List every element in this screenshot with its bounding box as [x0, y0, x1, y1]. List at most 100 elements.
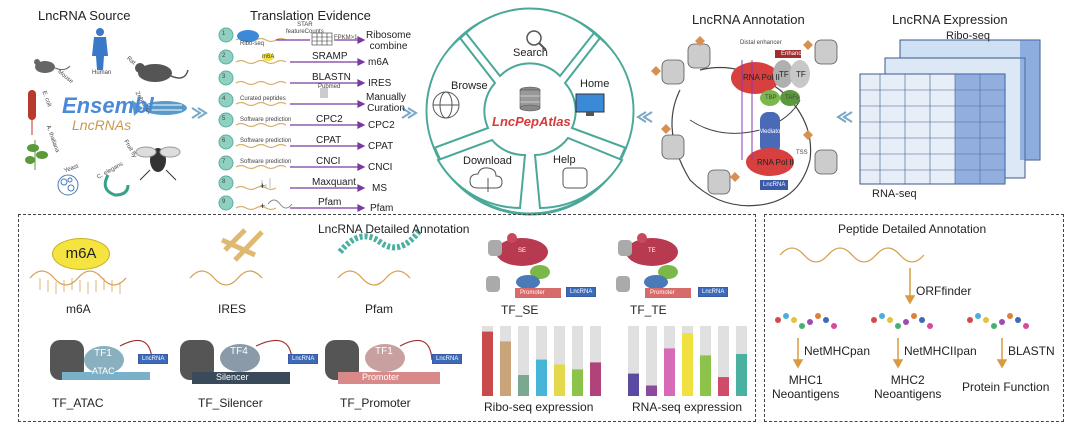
- tf1-atac: TF1: [94, 348, 112, 359]
- expression-sheets: [859, 39, 1041, 185]
- tf4-silencer: TF4: [230, 346, 248, 357]
- m6a-badge: m6A: [52, 238, 110, 270]
- detailed-title: LncRNA Detailed Annotation: [318, 222, 470, 236]
- ribo-bar-bg-3: [518, 326, 529, 396]
- rna-ticks: [39, 278, 121, 294]
- evidence-tool-3: BLASTN: [312, 72, 351, 83]
- rna-bar-6: [718, 377, 729, 396]
- pfam-label: Pfam: [365, 302, 394, 316]
- annotation-tss: TSS: [796, 150, 808, 156]
- evidence-lines: [218, 27, 366, 212]
- evidence-num-4: 4: [222, 96, 226, 102]
- hub-download[interactable]: Download: [463, 155, 512, 167]
- atac-label: ATAC: [92, 366, 115, 376]
- annotation-tf-2: TF: [796, 70, 806, 79]
- lncrnas-text: LncRNAs: [72, 117, 132, 133]
- evidence-tool-1: STAR featureCounts: [286, 22, 324, 35]
- rna-bar-1: [628, 373, 639, 396]
- tf-silencer-diagram: [180, 339, 293, 384]
- lncrna-tag-te: LncRNA: [698, 287, 729, 297]
- chromatin-loop: [651, 36, 838, 207]
- rat-icon: [135, 63, 189, 82]
- evidence-num-6: 6: [222, 138, 226, 144]
- evidence-prefix-1: Ribo-seq: [240, 41, 265, 47]
- help-icon: [562, 167, 588, 189]
- annotation-tbp: TBP: [765, 95, 777, 101]
- hub-help[interactable]: Help: [553, 154, 576, 166]
- ribo-bar-3: [518, 375, 529, 396]
- hub-center-title: LncPepAtlas: [492, 114, 571, 129]
- monitor-icon: [575, 93, 605, 113]
- evidence-tool-7: CNCI: [316, 156, 341, 167]
- se-label: SE: [518, 248, 527, 254]
- orffinder-label: ORFfinder: [916, 284, 972, 298]
- blastn-label: BLASTN: [1008, 344, 1055, 358]
- lncrna-tag-atac: LncRNA: [138, 354, 169, 364]
- evidence-num-9: 9: [222, 199, 226, 205]
- annotation-pol2-top: RNA Pol II: [743, 73, 780, 82]
- promoter-label-se: Promoter: [520, 290, 545, 296]
- tf-atac-label: TF_ATAC: [52, 396, 104, 410]
- hub-home[interactable]: Home: [580, 78, 610, 90]
- annotation-distal: Distal enhancer: [740, 40, 782, 46]
- rna-seq-bar-chart: [628, 326, 747, 396]
- annotation-lncrna: LncRNA: [763, 182, 786, 188]
- source-title: LncRNA Source: [38, 8, 131, 23]
- ensembl-logo-text: Ensembl: [62, 93, 154, 118]
- promoter-label-te: Promoter: [650, 290, 675, 296]
- evidence-tool-8: Maxquant: [312, 177, 356, 188]
- ribo-expression-label: Ribo-seq expression: [484, 400, 594, 414]
- hub-search[interactable]: Search: [513, 47, 548, 59]
- peptide-title: Peptide Detailed Annotation: [838, 222, 987, 236]
- tf-atac-diagram: [50, 339, 153, 380]
- rna-expression-label: RNA-seq expression: [632, 400, 743, 414]
- lncrna-tag-silencer: LncRNA: [288, 354, 319, 364]
- celegans-icon: [103, 174, 130, 197]
- evidence-num-8: 8: [222, 179, 226, 185]
- evidence-num-3: 3: [222, 74, 226, 80]
- rna-bar-bg-1: [628, 326, 639, 396]
- rna-bar-bg-2: [646, 326, 657, 396]
- annotation-title: LncRNA Annotation: [692, 12, 805, 27]
- rna-bar-3: [664, 348, 675, 396]
- tf-te-diagram: [616, 233, 691, 298]
- zebrafish-icon: [132, 100, 187, 116]
- tf-promoter-diagram: [325, 339, 440, 384]
- ribo-bar-6: [572, 369, 583, 396]
- protein-function-output: Protein Function: [962, 380, 1050, 394]
- rna-bar-5: [700, 355, 711, 396]
- cloud-icon: [469, 167, 503, 189]
- rna-strands: [29, 247, 925, 286]
- ribo-bar-1: [482, 331, 493, 396]
- evidence-prefix-9: +: [260, 201, 266, 211]
- evidence-extra-1: FPKM>1: [334, 35, 358, 41]
- evidence-arrow: [401, 107, 418, 119]
- silencer-label: Silencer: [216, 372, 249, 382]
- evidence-result-3: IRES: [368, 78, 392, 89]
- detailed-annotation-box: [18, 214, 756, 422]
- yeast-icon: [57, 174, 79, 196]
- hub-browse[interactable]: Browse: [451, 80, 488, 92]
- te-label: TE: [648, 248, 656, 254]
- evidence-tool-2: SRAMP: [312, 51, 348, 62]
- ires-label: IRES: [218, 302, 247, 316]
- ribo-seq-bar-chart: [482, 326, 601, 396]
- search-icon: [526, 30, 542, 46]
- rna-bar-4: [682, 333, 693, 396]
- source-arrow: [191, 107, 208, 119]
- rna-bar-7: [736, 354, 747, 396]
- mhc1-output: MHC1 Neoantigens: [772, 373, 840, 401]
- peptide-annotation-box: [764, 214, 1064, 422]
- ribo-bar-4: [536, 359, 547, 396]
- evidence-num-2: 2: [222, 53, 226, 59]
- m6a-label: m6A: [66, 302, 91, 316]
- evidence-prefix-2: m6A: [262, 54, 275, 60]
- expression-rna: RNA-seq: [872, 188, 917, 200]
- species-human: Human: [92, 70, 112, 76]
- expression-ribo: Ribo-seq: [946, 30, 991, 42]
- evidence-tool-9: Pfam: [318, 197, 342, 208]
- ribo-bar-7: [590, 362, 601, 396]
- human-icon: [92, 28, 108, 70]
- lncrna-tag-se: LncRNA: [566, 287, 597, 297]
